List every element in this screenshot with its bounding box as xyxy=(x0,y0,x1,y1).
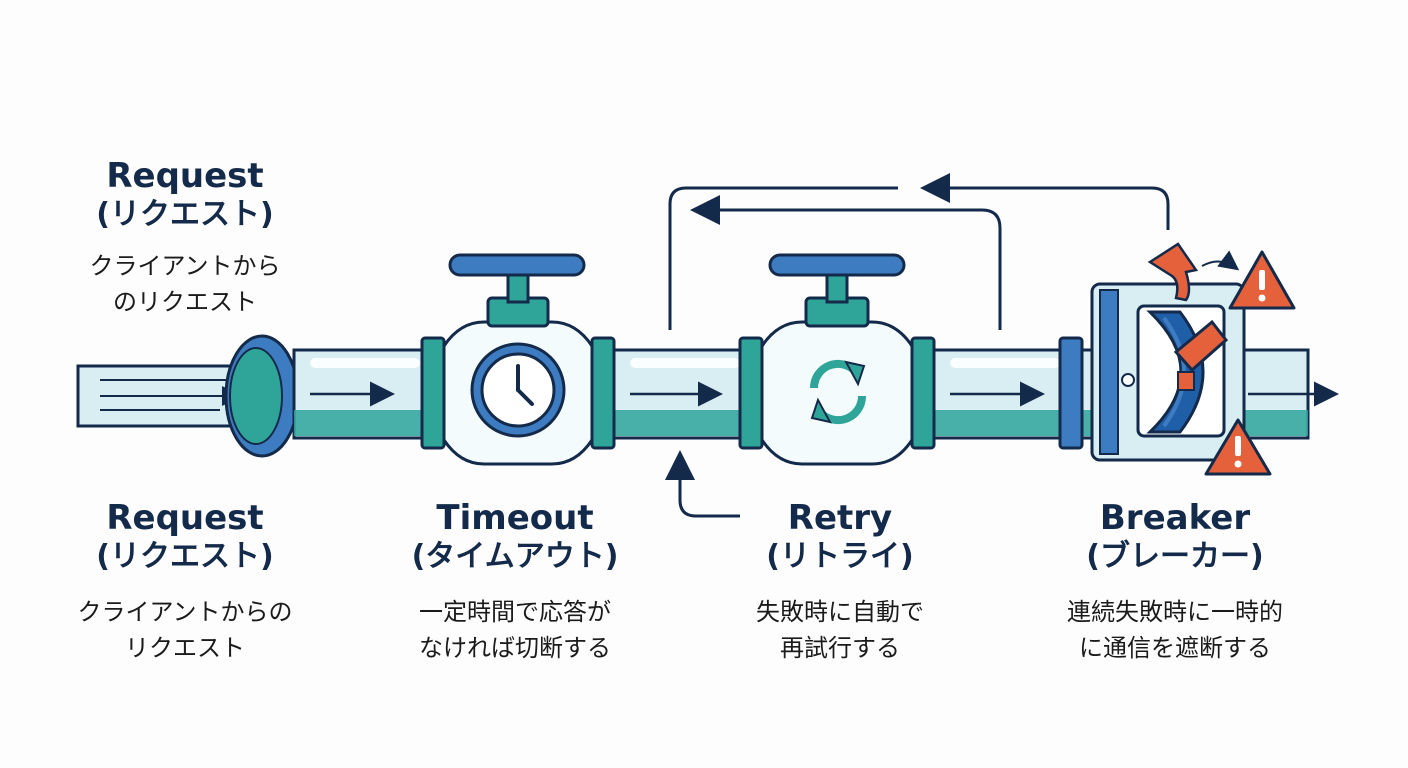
stage-desc-line1: 失敗時に自動で xyxy=(756,598,924,626)
stage-desc: 連続失敗時に一時的 に通信を遮断する xyxy=(1040,594,1310,666)
stage-desc-line2: なければ切断する xyxy=(419,634,611,662)
stage-desc-line2: リクエスト xyxy=(125,634,245,662)
top-request-desc-line2: のリクエスト xyxy=(113,288,257,316)
stage-desc-line1: 一定時間で応答が xyxy=(419,598,611,626)
timeout-valve xyxy=(420,253,616,466)
top-request-title: Request xyxy=(106,156,264,196)
warning-icon xyxy=(1204,418,1272,476)
clock-icon xyxy=(470,342,566,438)
stage-title: Breaker xyxy=(1099,498,1251,538)
stage-title: Retry xyxy=(787,498,893,538)
top-request-desc-line1: クライアントから xyxy=(89,252,281,280)
feedback-loops xyxy=(665,173,1170,518)
stage-subtitle: (リクエスト) xyxy=(96,539,274,574)
stage-desc: クライアントからの リクエスト xyxy=(60,594,310,666)
inlet-pipe xyxy=(76,334,300,458)
stage-desc-line2: 再試行する xyxy=(780,634,900,662)
retry-valve xyxy=(738,253,936,466)
stage-label-request: Request (リクエスト) クライアントからの リクエスト xyxy=(60,498,310,666)
top-request-desc: クライアントから のリクエスト xyxy=(60,248,310,320)
warning-icon xyxy=(1228,250,1296,310)
stage-desc-line1: クライアントからの xyxy=(77,598,293,626)
stage-desc: 一定時間で応答が なければ切断する xyxy=(380,594,650,666)
stage-label-breaker: Breaker (ブレーカー) 連続失敗時に一時的 に通信を遮断する xyxy=(1040,498,1310,666)
top-request-label: Request (リクエスト) クライアントから のリクエスト xyxy=(60,156,310,320)
retry-cycle-icon xyxy=(809,359,867,425)
stage-subtitle: (リトライ) xyxy=(766,539,914,574)
stage-desc-line2: に通信を遮断する xyxy=(1079,634,1271,662)
stage-title: Timeout xyxy=(436,498,594,538)
circuit-breaker-switch-icon xyxy=(1146,310,1229,434)
stage-subtitle: (タイムアウト) xyxy=(411,539,619,574)
top-request-subtitle: (リクエスト) xyxy=(96,197,274,232)
stage-desc: 失敗時に自動で 再試行する xyxy=(710,594,970,666)
stage-label-retry: Retry (リトライ) 失敗時に自動で 再試行する xyxy=(710,498,970,666)
stage-title: Request xyxy=(106,498,264,538)
stage-label-timeout: Timeout (タイムアウト) 一定時間で応答が なければ切断する xyxy=(380,498,650,666)
stage-subtitle: (ブレーカー) xyxy=(1086,539,1264,574)
stage-desc-line1: 連続失敗時に一時的 xyxy=(1067,598,1283,626)
breaker-unit xyxy=(1058,242,1246,462)
